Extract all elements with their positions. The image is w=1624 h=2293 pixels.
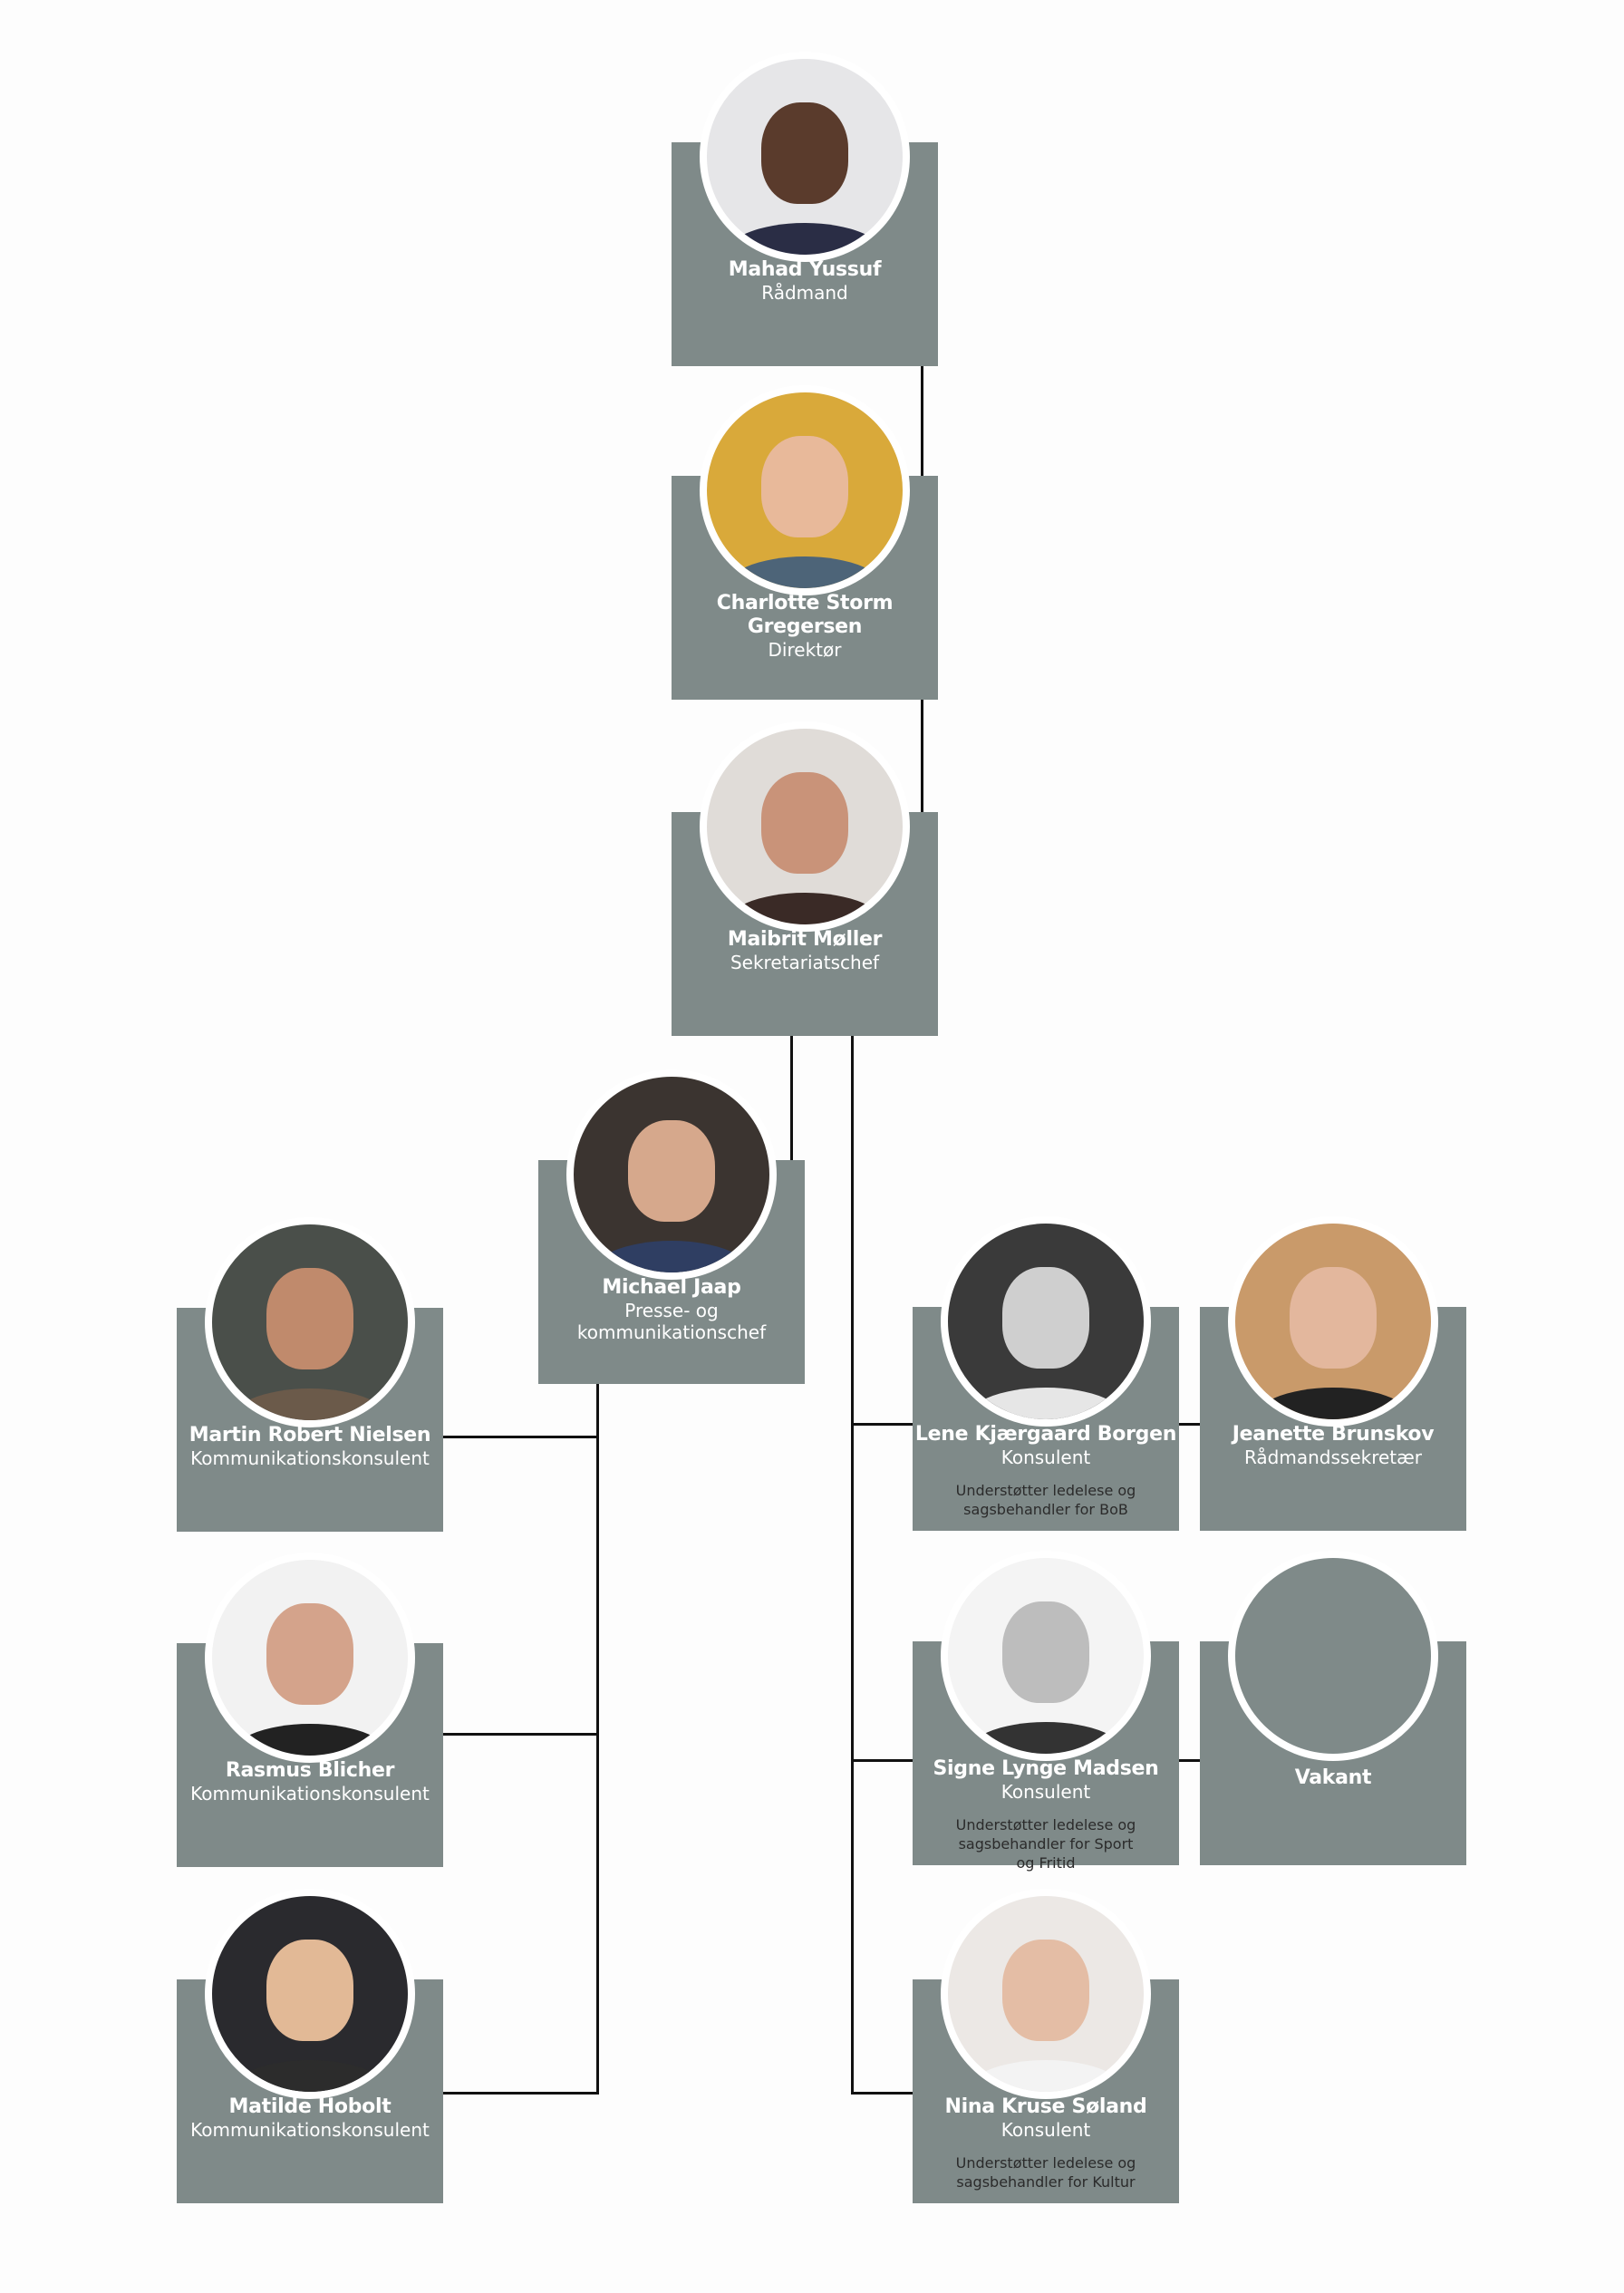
avatar: [700, 721, 910, 932]
avatar: [205, 1889, 415, 2099]
person-description: Understøtter ledelese og sagsbehandler f…: [955, 1482, 1136, 1518]
avatar: [205, 1553, 415, 1763]
person-name: Maibrit Møller: [727, 928, 883, 951]
connector-line: [443, 1436, 598, 1438]
connector-line: [851, 2092, 913, 2095]
connector-line: [1179, 1423, 1200, 1426]
person-role: Rådmandssekretær: [1243, 1446, 1423, 1468]
avatar: [700, 52, 910, 262]
connector-line: [921, 700, 923, 812]
person-role: Konsulent: [1000, 2119, 1091, 2141]
person-name: Rasmus Blicher: [225, 1759, 395, 1782]
person-name: Charlotte Storm Gregersen: [716, 592, 894, 638]
avatar: [205, 1217, 415, 1427]
person-role: Kommunikationskonsulent: [190, 1783, 430, 1804]
connector-line: [851, 1759, 913, 1762]
person-name: Vakant: [1294, 1766, 1372, 1789]
connector-line: [443, 1733, 598, 1736]
empty-avatar: [1228, 1551, 1438, 1761]
avatar: [1228, 1216, 1438, 1427]
vacant-position-card: Vakant: [1200, 1551, 1466, 1865]
person-role: Kommunikationskonsulent: [190, 2119, 430, 2141]
person-role: Konsulent: [1000, 1781, 1091, 1803]
person-name: Jeanette Brunskov: [1232, 1423, 1435, 1446]
person-name: Matilde Hobolt: [228, 2095, 392, 2118]
person-role: Konsulent: [1000, 1446, 1091, 1468]
person-role: Direktør: [768, 639, 842, 661]
avatar: [941, 1889, 1151, 2099]
avatar: [700, 385, 910, 595]
connector-line: [1179, 1759, 1200, 1762]
person-name: Nina Kruse Søland: [944, 2095, 1147, 2118]
avatar: [566, 1069, 777, 1280]
person-name: Mahad Yussuf: [728, 258, 882, 281]
person-description: Understøtter ledelese og sagsbehandler f…: [955, 1816, 1136, 1872]
person-description: Understøtter ledelese og sagsbehandler f…: [955, 2154, 1136, 2191]
avatar: [941, 1551, 1151, 1761]
connector-line: [443, 2092, 598, 2095]
connector-line: [596, 1384, 599, 2095]
person-role: Presse- og kommunikationschef: [576, 1300, 767, 1343]
connector-line: [921, 366, 923, 477]
person-role: Rådmand: [761, 282, 848, 304]
person-role: Sekretariatschef: [730, 952, 880, 973]
connector-line: [790, 1034, 793, 1161]
avatar: [941, 1216, 1151, 1427]
connector-line: [851, 1034, 854, 2095]
person-name: Signe Lynge Madsen: [933, 1757, 1159, 1780]
person-name: Michael Jaap: [602, 1276, 741, 1299]
person-name: Lene Kjærgaard Borgen: [914, 1423, 1177, 1446]
connector-line: [851, 1423, 913, 1426]
person-role: Kommunikationskonsulent: [190, 1447, 430, 1469]
person-name: Martin Robert Nielsen: [188, 1424, 431, 1446]
